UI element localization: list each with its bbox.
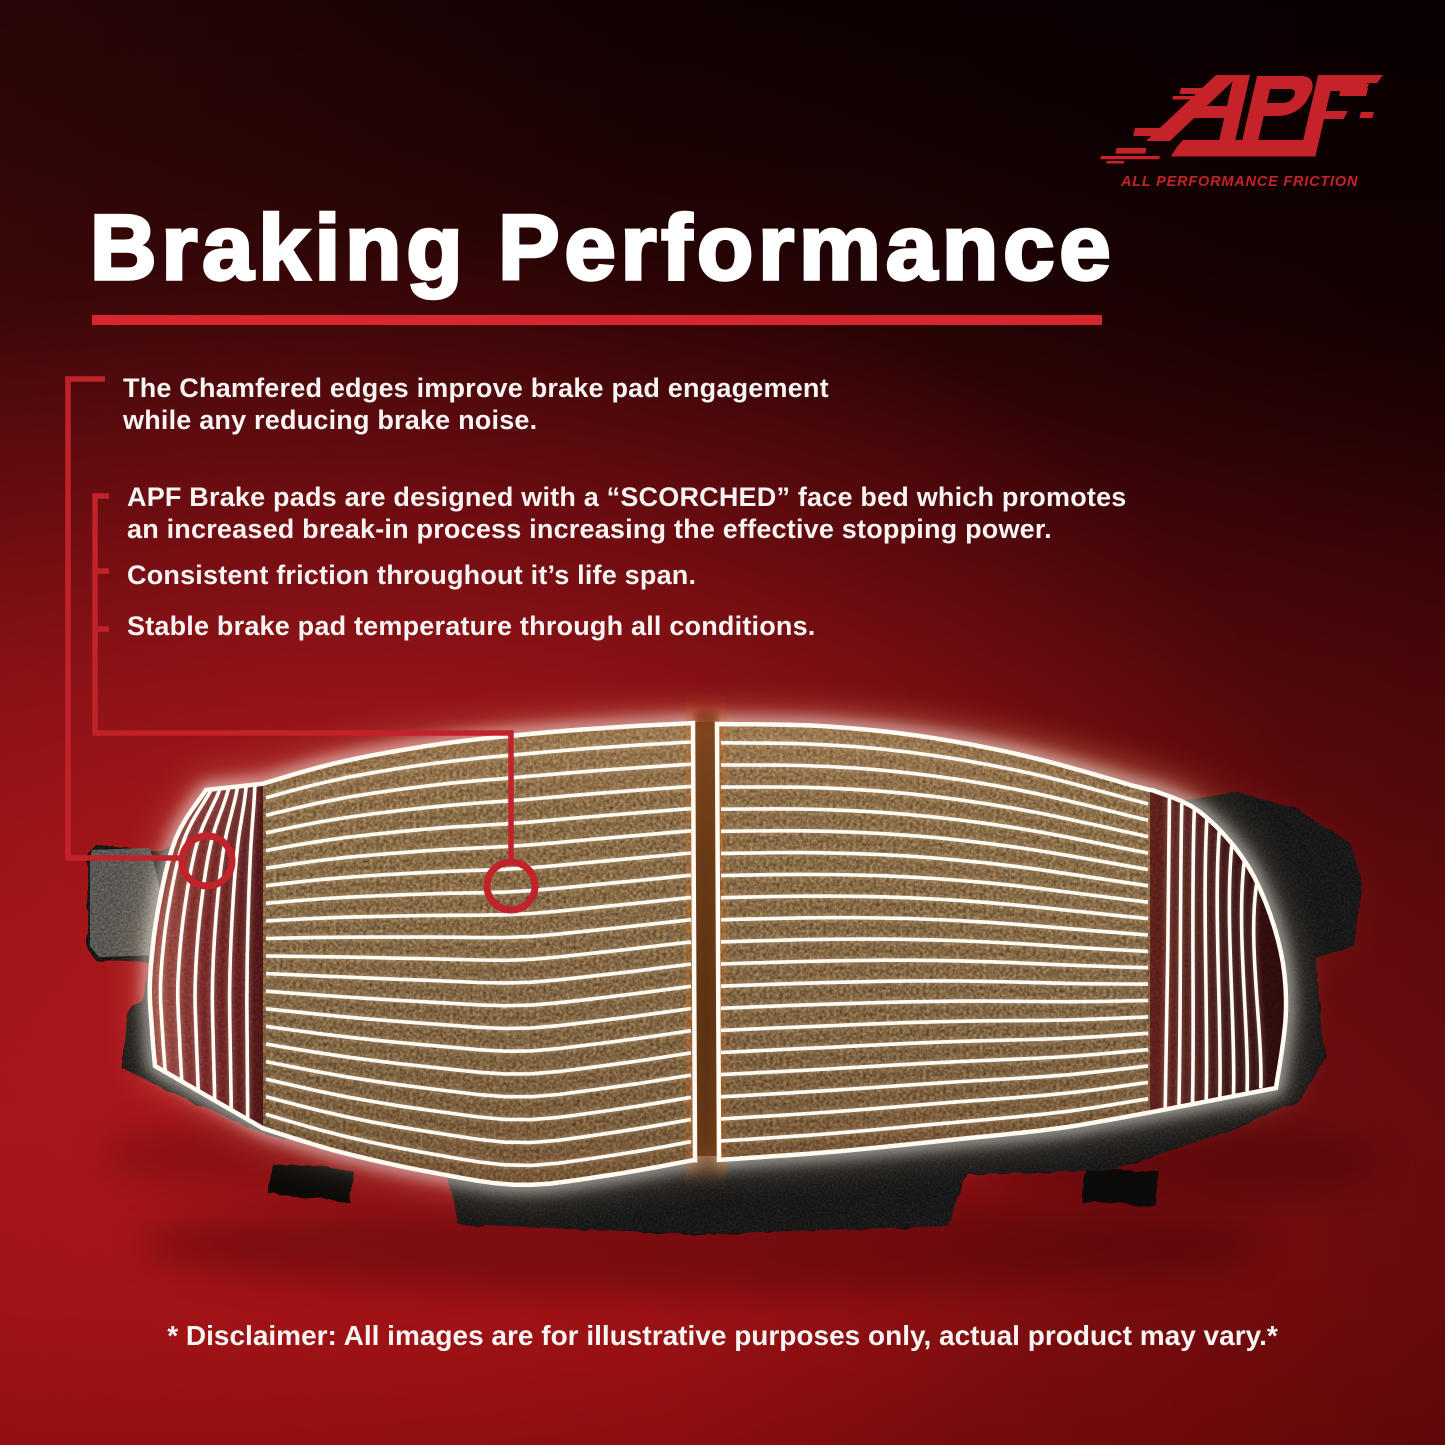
svg-text:ALL PERFORMANCE FRICTION: ALL PERFORMANCE FRICTION — [1120, 174, 1358, 190]
